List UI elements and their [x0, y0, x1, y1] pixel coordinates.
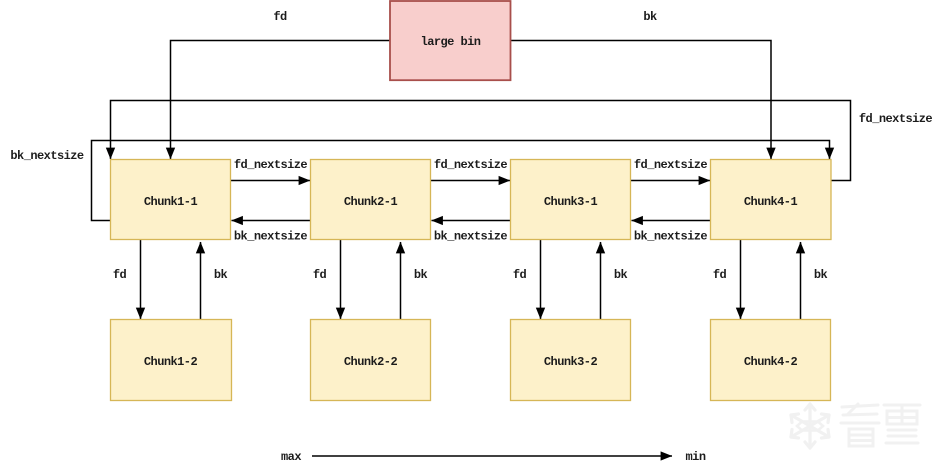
svg-text:bk: bk — [214, 268, 228, 282]
svg-text:fd: fd — [313, 268, 327, 282]
svg-text:fd_nextsize: fd_nextsize — [859, 112, 933, 126]
svg-text:Chunk1-2: Chunk1-2 — [144, 355, 198, 369]
svg-text:bk: bk — [643, 10, 657, 24]
svg-text:Chunk1-1: Chunk1-1 — [144, 195, 198, 209]
svg-text:fd: fd — [513, 268, 527, 282]
svg-text:max: max — [281, 450, 301, 464]
svg-text:fd_nextsize: fd_nextsize — [634, 158, 708, 172]
svg-text:fd: fd — [113, 268, 127, 282]
svg-text:bk: bk — [614, 268, 628, 282]
svg-text:fd_nextsize: fd_nextsize — [234, 158, 308, 172]
svg-text:Chunk4-2: Chunk4-2 — [744, 355, 798, 369]
svg-text:large bin: large bin — [421, 35, 481, 49]
svg-text:bk_nextsize: bk_nextsize — [634, 230, 708, 244]
svg-text:fd: fd — [273, 10, 287, 24]
svg-text:Chunk4-1: Chunk4-1 — [744, 195, 798, 209]
svg-text:Chunk2-2: Chunk2-2 — [344, 355, 398, 369]
svg-text:bk_nextsize: bk_nextsize — [10, 149, 84, 163]
svg-text:Chunk3-2: Chunk3-2 — [544, 355, 598, 369]
svg-text:min: min — [686, 450, 706, 464]
svg-text:bk: bk — [414, 268, 428, 282]
svg-text:bk_nextsize: bk_nextsize — [234, 230, 308, 244]
svg-text:bk: bk — [814, 268, 828, 282]
svg-text:Chunk2-1: Chunk2-1 — [344, 195, 398, 209]
svg-text:bk_nextsize: bk_nextsize — [434, 230, 508, 244]
svg-text:fd_nextsize: fd_nextsize — [434, 158, 508, 172]
svg-text:Chunk3-1: Chunk3-1 — [544, 195, 598, 209]
svg-text:fd: fd — [713, 268, 727, 282]
